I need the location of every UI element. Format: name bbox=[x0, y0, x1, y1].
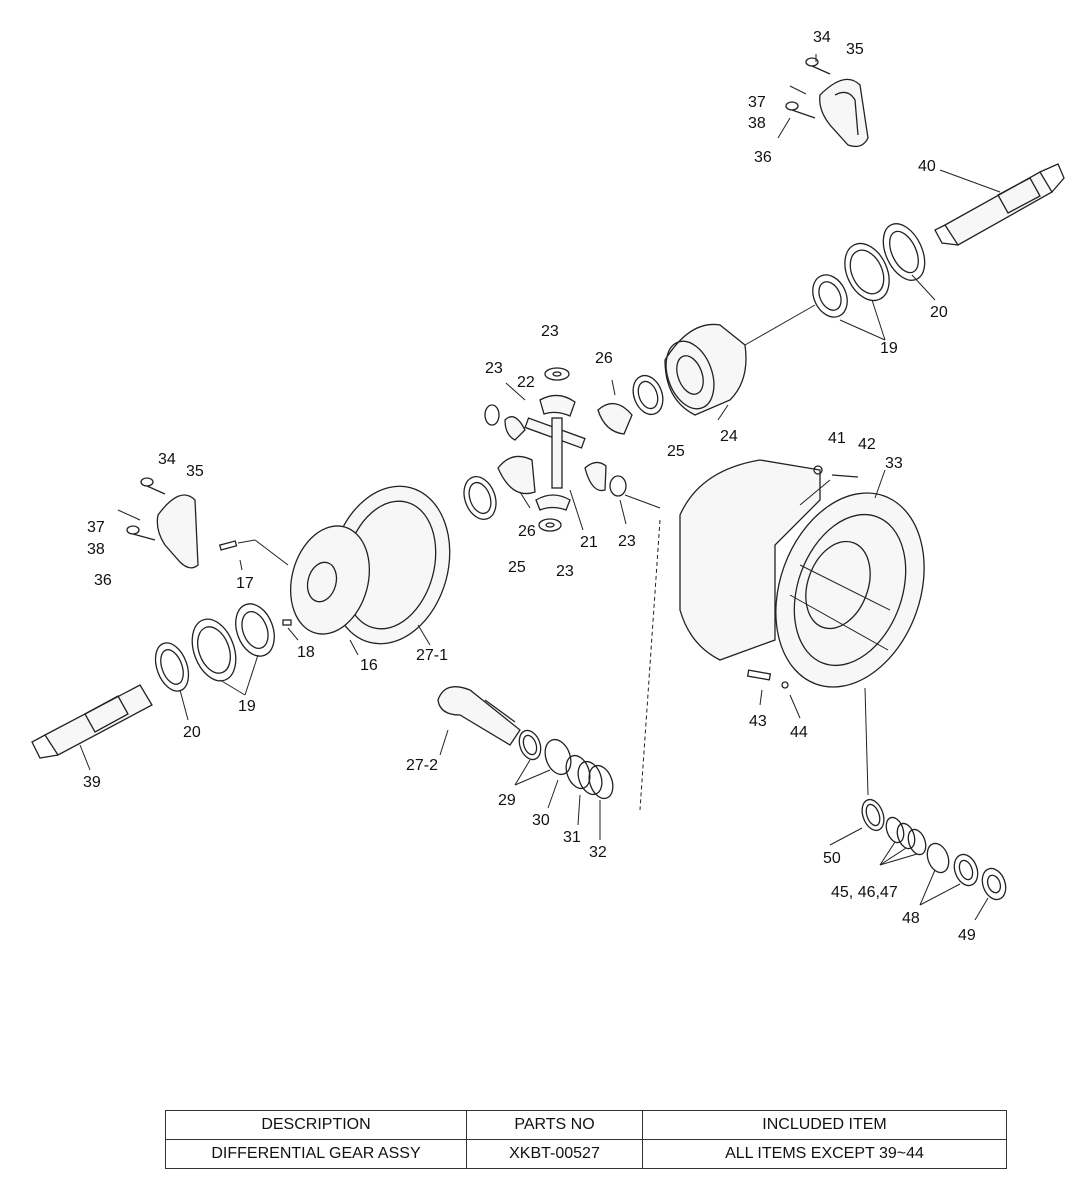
callout: 37 bbox=[87, 519, 105, 536]
seal-stack-45-50 bbox=[829, 798, 1007, 921]
callout: 33 bbox=[885, 455, 903, 472]
bolts-43-44 bbox=[746, 669, 801, 719]
callout: 25 bbox=[508, 559, 526, 576]
callout: 32 bbox=[589, 844, 607, 861]
axle-housing-33 bbox=[679, 459, 925, 688]
callout-labels: 34 35 37 38 36 40 20 19 23 23 22 26 24 2… bbox=[83, 29, 976, 944]
bearing-19-top bbox=[744, 242, 890, 346]
callout: 22 bbox=[517, 374, 535, 391]
callout: 38 bbox=[748, 115, 766, 132]
cell-included-item: ALL ITEMS EXCEPT 39~44 bbox=[642, 1139, 1007, 1169]
callout: 35 bbox=[846, 41, 864, 58]
bearing-cap-left bbox=[117, 477, 199, 569]
callout: 45, 46,47 bbox=[831, 884, 898, 901]
callout: 16 bbox=[360, 657, 378, 674]
axle-shaft-39 bbox=[31, 684, 153, 771]
carrier-16 bbox=[289, 525, 371, 656]
table-header-row: DESCRIPTION PARTS NO INCLUDED ITEM bbox=[165, 1110, 1007, 1140]
assembly-line bbox=[639, 519, 661, 811]
callout: 25 bbox=[667, 443, 685, 460]
callout: 34 bbox=[158, 451, 176, 468]
callout: 23 bbox=[485, 360, 503, 377]
callout: 19 bbox=[880, 340, 898, 357]
pinion-27-2 bbox=[437, 686, 521, 756]
callout: 26 bbox=[595, 350, 613, 367]
callout: 38 bbox=[87, 541, 105, 558]
callout: 39 bbox=[83, 774, 101, 791]
callout: 20 bbox=[183, 724, 201, 741]
callout: 23 bbox=[541, 323, 559, 340]
callout: 44 bbox=[790, 724, 808, 741]
callout: 42 bbox=[858, 436, 876, 453]
spider-gear-set bbox=[463, 367, 664, 532]
callout: 27-2 bbox=[406, 757, 438, 774]
callout: 49 bbox=[958, 927, 976, 944]
bearing-29 bbox=[514, 729, 572, 786]
callout: 26 bbox=[518, 523, 536, 540]
callout: 21 bbox=[580, 534, 598, 551]
callout: 23 bbox=[556, 563, 574, 580]
callout: 23 bbox=[618, 533, 636, 550]
callout: 48 bbox=[902, 910, 920, 927]
axle-shaft-40 bbox=[934, 163, 1065, 246]
callout: 35 bbox=[186, 463, 204, 480]
callout: 36 bbox=[754, 149, 772, 166]
callout: 24 bbox=[720, 428, 738, 445]
header-included-item: INCLUDED ITEM bbox=[642, 1110, 1007, 1140]
callout: 34 bbox=[813, 29, 831, 46]
adjusting-ring-20-left bbox=[154, 642, 190, 721]
header-parts-no: PARTS NO bbox=[466, 1110, 643, 1140]
callout: 36 bbox=[94, 572, 112, 589]
shims-30-32 bbox=[547, 754, 614, 840]
cell-description: DIFFERENTIAL GEAR ASSY bbox=[165, 1139, 467, 1169]
bearing-cap-top-right bbox=[777, 54, 869, 148]
callout: 20 bbox=[930, 304, 948, 321]
adjusting-ring-20-top bbox=[882, 223, 936, 301]
bearing-19-left bbox=[191, 603, 275, 696]
callout: 31 bbox=[563, 829, 581, 846]
table-row: DIFFERENTIAL GEAR ASSY XKBT-00527 ALL IT… bbox=[165, 1139, 1007, 1169]
header-description: DESCRIPTION bbox=[165, 1110, 467, 1140]
callout: 40 bbox=[918, 158, 936, 175]
callout: 30 bbox=[532, 812, 550, 829]
callout: 18 bbox=[297, 644, 315, 661]
callout: 29 bbox=[498, 792, 516, 809]
bolts-17-18 bbox=[218, 539, 299, 641]
callout: 27-1 bbox=[416, 647, 448, 664]
parts-info-table: DESCRIPTION PARTS NO INCLUDED ITEM DIFFE… bbox=[165, 1110, 1007, 1169]
exploded-parts-diagram: 34 35 37 38 36 40 20 19 23 23 22 26 24 2… bbox=[31, 29, 1065, 944]
callout: 41 bbox=[828, 430, 846, 447]
callout: 50 bbox=[823, 850, 841, 867]
callout: 43 bbox=[749, 713, 767, 730]
callout: 19 bbox=[238, 698, 256, 715]
cell-parts-no: XKBT-00527 bbox=[466, 1139, 643, 1169]
callout: 17 bbox=[236, 575, 254, 592]
differential-case-24 bbox=[664, 323, 747, 421]
callout: 37 bbox=[748, 94, 766, 111]
